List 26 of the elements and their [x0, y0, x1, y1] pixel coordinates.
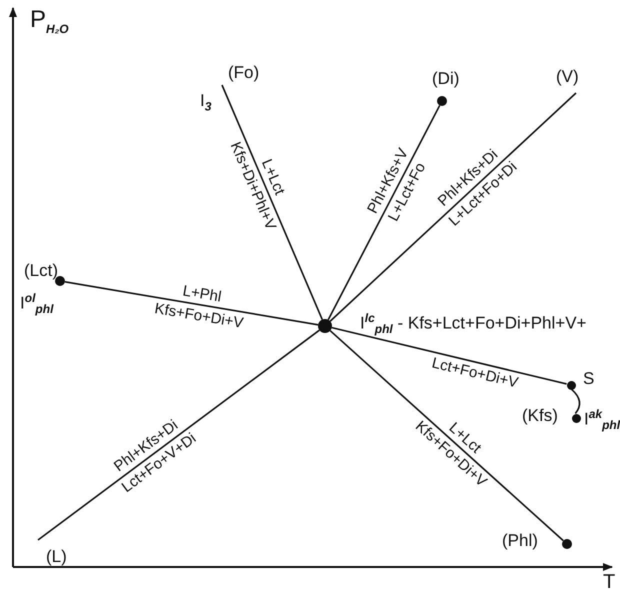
axis-label: P$_{H₂O}$	[30, 8, 69, 35]
phase-label: (Fo)	[228, 64, 260, 81]
phase-boundary-line	[332, 326, 567, 385]
point-label: I$_{3}$	[200, 92, 212, 112]
axis-label: T	[603, 572, 616, 592]
phase-boundary-line	[330, 330, 564, 542]
invariant-point	[318, 319, 332, 333]
point-label: (Lct)	[24, 262, 58, 279]
phase-boundary-line	[328, 105, 440, 320]
phase-boundary-line	[330, 92, 577, 322]
end-point	[437, 96, 447, 106]
phase-label: (V)	[556, 68, 579, 85]
point-label: I$^{lc}$$_{phl}$ - Kfs+Lct+Fo+Di+Phl+V+	[360, 312, 586, 336]
end-point	[572, 414, 580, 422]
phase-boundary-line	[571, 388, 580, 414]
point-label: (Di)	[432, 70, 460, 87]
phase-label: (L)	[46, 548, 67, 565]
point-label: (Phl)	[502, 532, 538, 549]
point-label: S	[583, 370, 594, 387]
end-point	[566, 380, 576, 390]
end-point	[55, 276, 65, 286]
phase-boundary-line	[221, 84, 323, 320]
phase-boundary-line	[38, 330, 320, 541]
phase-boundary-line	[64, 281, 318, 326]
point-label: (Kfs)	[522, 407, 558, 424]
end-point	[562, 539, 572, 549]
